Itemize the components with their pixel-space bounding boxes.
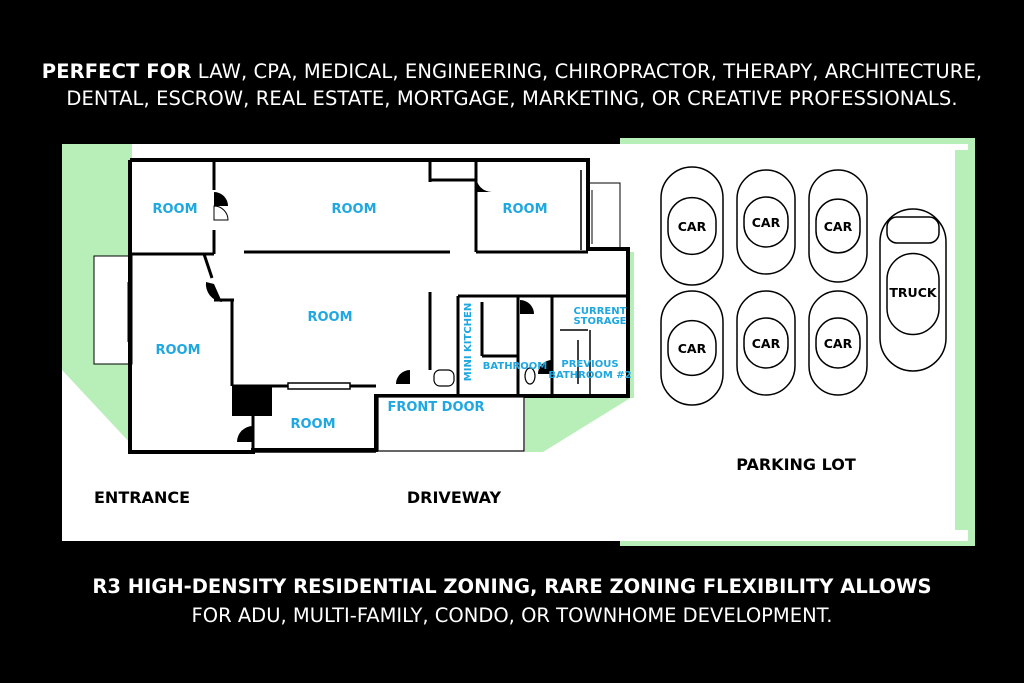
bathroom-label: BATHROOM [483, 361, 547, 372]
car-label: CAR [678, 219, 707, 234]
car-label: CAR [752, 336, 781, 351]
header-text: PERFECT FOR LAW, CPA, MEDICAL, ENGINEERI… [0, 58, 1024, 112]
front-door-label: FRONT DOOR [387, 400, 484, 415]
vehicle-cabin [743, 196, 789, 248]
toilet [433, 369, 455, 387]
door-tl [214, 192, 228, 206]
truck-label: TRUCK [889, 285, 937, 300]
footer-line1: R3 HIGH-DENSITY RESIDENTIAL ZONING, RARE… [92, 575, 932, 598]
vehicle-cabin [667, 196, 717, 256]
mini-kitchen-label: MINI KITCHEN [463, 303, 474, 381]
parking-lot-label: PARKING LOT [736, 455, 856, 474]
door-front [396, 370, 410, 384]
truck-cab [886, 216, 940, 244]
wall-block [232, 386, 272, 416]
vehicle-cabin [815, 198, 861, 254]
header-line2: DENTAL, ESCROW, REAL ESTATE, MORTGAGE, M… [66, 87, 958, 110]
room-label-left: ROOM [155, 343, 200, 358]
landscape-front [525, 250, 632, 452]
landscape-right-strip [955, 150, 968, 530]
room-label-tl: ROOM [152, 202, 197, 217]
parking-vehicles: CAR CAR CAR CAR CAR CAR TRUCK [660, 166, 947, 406]
door-left [205, 282, 222, 302]
door-bottom [237, 426, 253, 442]
right-bay [587, 182, 621, 250]
previous-bathroom-label-1: PREVIOUS [561, 359, 618, 370]
car-label: CAR [678, 341, 707, 356]
door-tl-2 [213, 205, 229, 221]
left-bay [93, 255, 133, 365]
vehicle-cabin [815, 317, 861, 369]
room-label-center: ROOM [307, 310, 352, 325]
car-label: CAR [824, 219, 853, 234]
door-top-right [476, 176, 492, 192]
door-bath-2 [538, 360, 552, 374]
vehicle-cabin [667, 319, 717, 377]
door-bath [520, 300, 534, 314]
room-label-bottom: ROOM [290, 417, 335, 432]
current-storage-label-1: CURRENT [574, 306, 627, 317]
previous-bathroom-label-2: BATHROOM #2 [548, 370, 631, 381]
footer-text: R3 HIGH-DENSITY RESIDENTIAL ZONING, RARE… [0, 572, 1024, 630]
vehicle-cabin [886, 252, 940, 336]
header-bold-lead: PERFECT FOR [41, 60, 192, 83]
footer-line2: FOR ADU, MULTI-FAMILY, CONDO, OR TOWNHOM… [191, 604, 833, 627]
driveway-label: DRIVEWAY [407, 488, 502, 507]
car-label: CAR [824, 336, 853, 351]
header-line1: LAW, CPA, MEDICAL, ENGINEERING, CHIROPRA… [191, 60, 983, 83]
front-porch [377, 396, 525, 452]
room-label-top-mid: ROOM [331, 202, 376, 217]
vehicle-cabin [743, 317, 789, 369]
entrance-label: ENTRANCE [94, 488, 190, 507]
room-label-top-right: ROOM [502, 202, 547, 217]
car-label: CAR [752, 215, 781, 230]
current-storage-label-2: STORAGE [573, 316, 626, 327]
